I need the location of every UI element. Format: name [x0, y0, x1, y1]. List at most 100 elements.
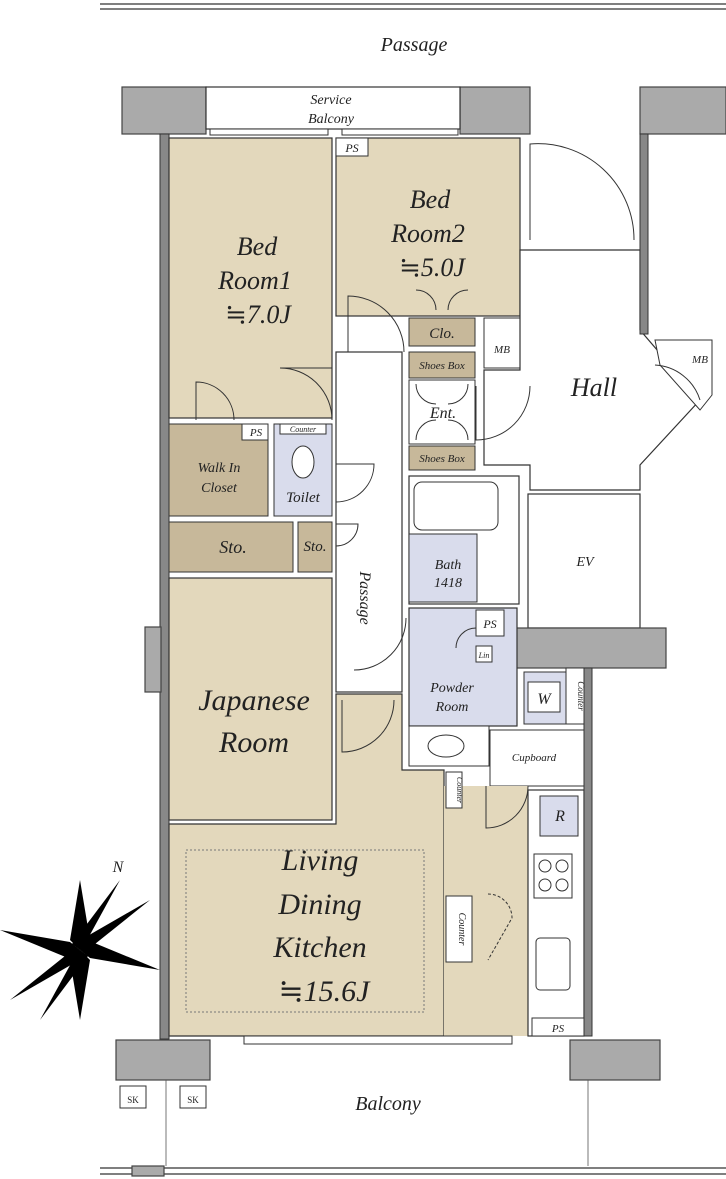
burner-4 [555, 878, 569, 892]
washer-w-box [527, 681, 561, 713]
ps-label-powder: PS [482, 617, 496, 631]
fridge [539, 795, 579, 837]
linen-label: Lin [478, 651, 490, 660]
japanese-room-label-1: Japanese [198, 684, 310, 717]
vanity [408, 725, 490, 767]
door-swings [195, 143, 701, 961]
sk-box-1 [119, 1085, 147, 1109]
stove [533, 853, 573, 899]
powder-label-1: Powder [429, 681, 474, 696]
ps-box-top [335, 137, 369, 157]
toilet [273, 423, 333, 517]
passage-top-label: Passage [380, 34, 448, 56]
sk-label-2: SK [187, 1095, 199, 1105]
entrance-label: Ent. [429, 405, 456, 422]
shoes-box-label-lower: Shoes Box [419, 453, 465, 465]
counter-label-toilet: Counter [290, 425, 317, 434]
east-wall [583, 667, 593, 1037]
compass-icon [0, 880, 160, 1020]
kitchen-sink [535, 937, 571, 991]
service-balcony [205, 86, 461, 130]
bath-floor [408, 533, 478, 603]
ldk-label-3: Kitchen [272, 931, 366, 964]
toilet-label: Toilet [286, 490, 320, 506]
mb-box-right [654, 339, 713, 411]
west-wall-bump [144, 626, 162, 693]
ps-box-walkin [241, 423, 269, 441]
powder-label-2: Room [435, 700, 469, 715]
bath-label-1: Bath [435, 558, 461, 573]
walk-in-label-1: Walk In [198, 461, 241, 476]
counter-kitchen-island [445, 895, 473, 963]
bedroom2-label-3: ≒5.0J [399, 253, 466, 282]
shoes-box-lower [408, 445, 476, 471]
sk-label-1: SK [127, 1095, 139, 1105]
cupboard [489, 729, 585, 787]
balcony-column-left [115, 1039, 211, 1081]
column-top-right [639, 86, 726, 135]
ps-label-top: PS [344, 141, 358, 155]
bedroom1-label-2: Room1 [217, 266, 292, 295]
mb-label-left: MB [493, 344, 510, 356]
bath-label-2: 1418 [434, 576, 462, 591]
entrance [408, 379, 476, 445]
vanity-sink [427, 734, 465, 758]
ps-label-walkin: PS [249, 427, 263, 439]
storage-small-label: Sto. [304, 539, 327, 555]
ldk-label-2: Dining [277, 888, 361, 921]
bedroom-2 [335, 137, 521, 317]
linen-box [475, 645, 493, 663]
column-top-left [121, 86, 207, 135]
counter-vertical-kitchen [445, 771, 463, 809]
japanese-room-label-2: Room [218, 726, 289, 759]
bedroom2-label-2: Room2 [390, 219, 465, 248]
passage-mid-label: Passage [356, 570, 373, 624]
balcony-label: Balcony [355, 1093, 421, 1115]
bedroom1-label-3: ≒7.0J [225, 300, 292, 329]
toilet-bowl [291, 445, 315, 479]
counter-label-kitchen-small: Counter [455, 777, 464, 804]
mb-box-left [483, 317, 521, 369]
inner-passage [335, 351, 403, 693]
service-balcony-label-1: Service [310, 93, 351, 108]
ps-box-powder [475, 609, 505, 637]
toilet-counter [279, 423, 327, 435]
sk-box-2 [179, 1085, 207, 1109]
balcony-drain [131, 1165, 165, 1177]
storage-large-label: Sto. [219, 537, 247, 557]
north-label: N [112, 859, 125, 876]
bathtub [413, 481, 499, 531]
fridge-label: R [554, 808, 565, 825]
closet-label: Clo. [429, 326, 454, 342]
hall-wall-right [639, 133, 649, 335]
cupboard-label: Cupboard [512, 752, 557, 764]
service-balcony-windows [209, 128, 459, 136]
elevator [527, 493, 641, 629]
bedroom2-label-1: Bed [410, 185, 451, 214]
burner-3 [538, 878, 552, 892]
ldk-label-1: Living [281, 844, 359, 877]
ev-label: EV [575, 555, 595, 570]
bedroom-1 [168, 137, 333, 419]
column-top-mid [459, 86, 531, 135]
hall-label: Hall [570, 373, 617, 402]
burner-2 [555, 859, 569, 873]
burner-1 [538, 859, 552, 873]
ps-label-kitchen: PS [551, 1023, 565, 1035]
closet [408, 317, 476, 347]
mb-label-right: MB [691, 354, 708, 366]
storage-small [297, 521, 333, 573]
top-passage-lines [100, 3, 726, 10]
ldk-label-4: ≒15.6J [279, 975, 372, 1008]
counter-label-right: Counter [576, 681, 586, 711]
service-balcony-label-2: Balcony [308, 112, 355, 127]
east-column [503, 627, 667, 669]
shoes-box-upper [408, 351, 476, 379]
storage-large [168, 521, 294, 573]
shoes-box-label-upper: Shoes Box [419, 360, 465, 372]
bedroom1-label-1: Bed [237, 232, 278, 261]
washer-label: W [537, 691, 552, 708]
japanese-room [168, 577, 333, 821]
balcony-window [243, 1035, 513, 1045]
